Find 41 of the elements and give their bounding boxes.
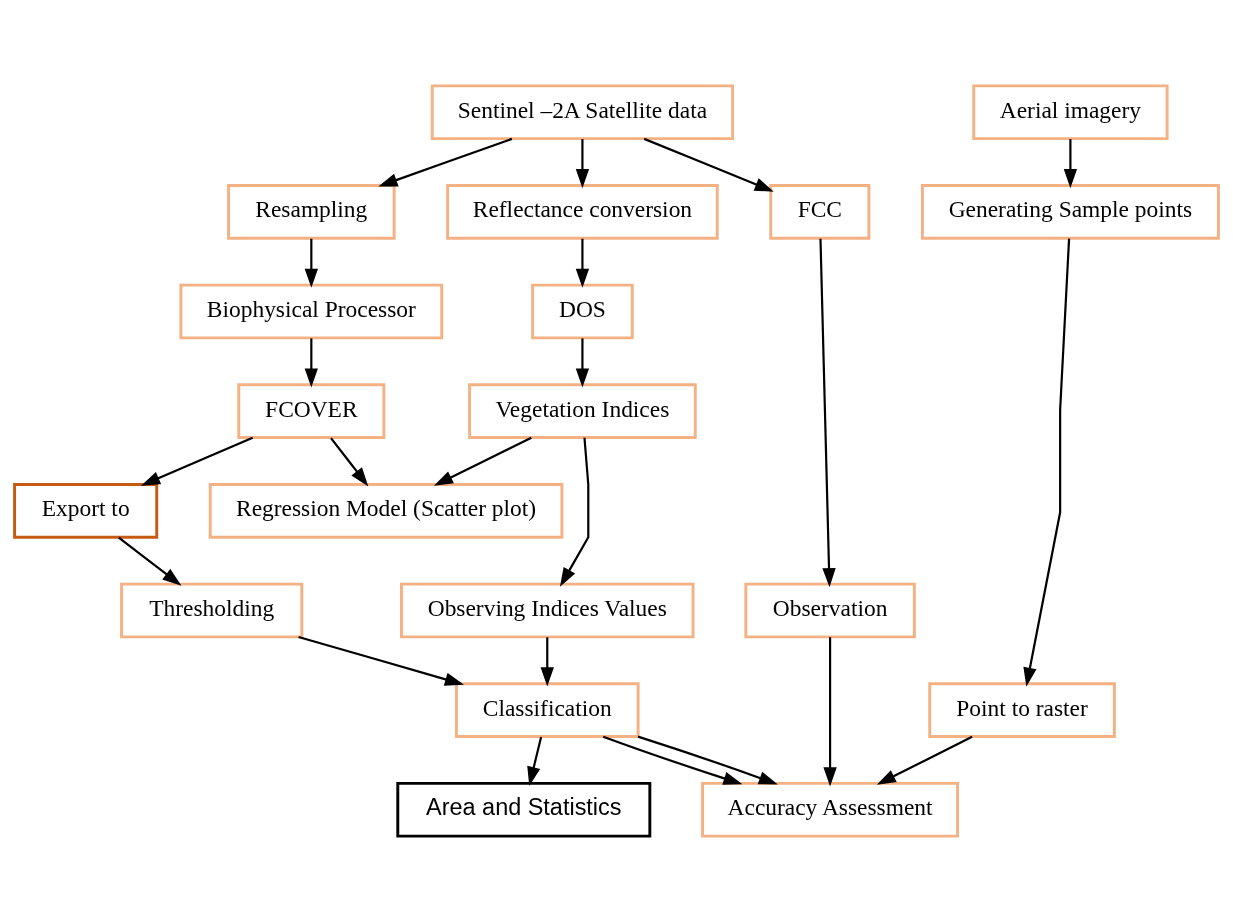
node-box: Regression Model (Scatter plot) — [208, 483, 564, 539]
node-box: Biophysical Processor — [179, 283, 444, 340]
arrow — [643, 137, 774, 192]
arrow — [304, 338, 318, 388]
node-box: FCC — [769, 184, 871, 240]
arrow — [637, 735, 778, 785]
arrow — [876, 735, 973, 785]
arrow — [378, 137, 513, 187]
arrow — [527, 736, 543, 786]
arrow — [304, 238, 318, 288]
node-box: DOS — [531, 283, 634, 340]
node-box: Sentinel –2A Satellite data — [430, 84, 735, 141]
node-box: FCOVER — [237, 383, 386, 439]
arrow — [575, 139, 590, 189]
arrow — [540, 637, 554, 687]
node-box: Area and Statistics — [396, 781, 652, 838]
node-box: Thresholding — [120, 582, 304, 639]
node-box: Observing Indices Values — [400, 582, 695, 639]
node-box: Observation — [744, 582, 916, 639]
arrow — [602, 735, 743, 785]
arrow — [1023, 238, 1071, 687]
arrow — [559, 437, 590, 587]
node-box: Aerial imagery — [972, 84, 1169, 141]
node-box: Export to — [13, 483, 159, 539]
arrow — [433, 436, 532, 486]
arrow — [118, 536, 182, 586]
arrow — [823, 637, 837, 787]
arrow — [298, 635, 464, 686]
node-box: Reflectance conversion — [446, 184, 719, 240]
node-box: Point to raster — [928, 682, 1116, 738]
node-box: Vegetation Indices — [468, 383, 697, 439]
arrow — [819, 238, 836, 588]
arrow — [141, 436, 254, 486]
arrow — [575, 238, 590, 288]
node-box: Classification — [454, 682, 640, 738]
arrow — [575, 338, 590, 388]
node-box: Generating Sample points — [920, 184, 1220, 240]
arrow — [330, 437, 369, 487]
node-box: Resampling — [227, 184, 396, 240]
node-box: Accuracy Assessment — [701, 781, 960, 838]
arrow — [1063, 139, 1078, 189]
